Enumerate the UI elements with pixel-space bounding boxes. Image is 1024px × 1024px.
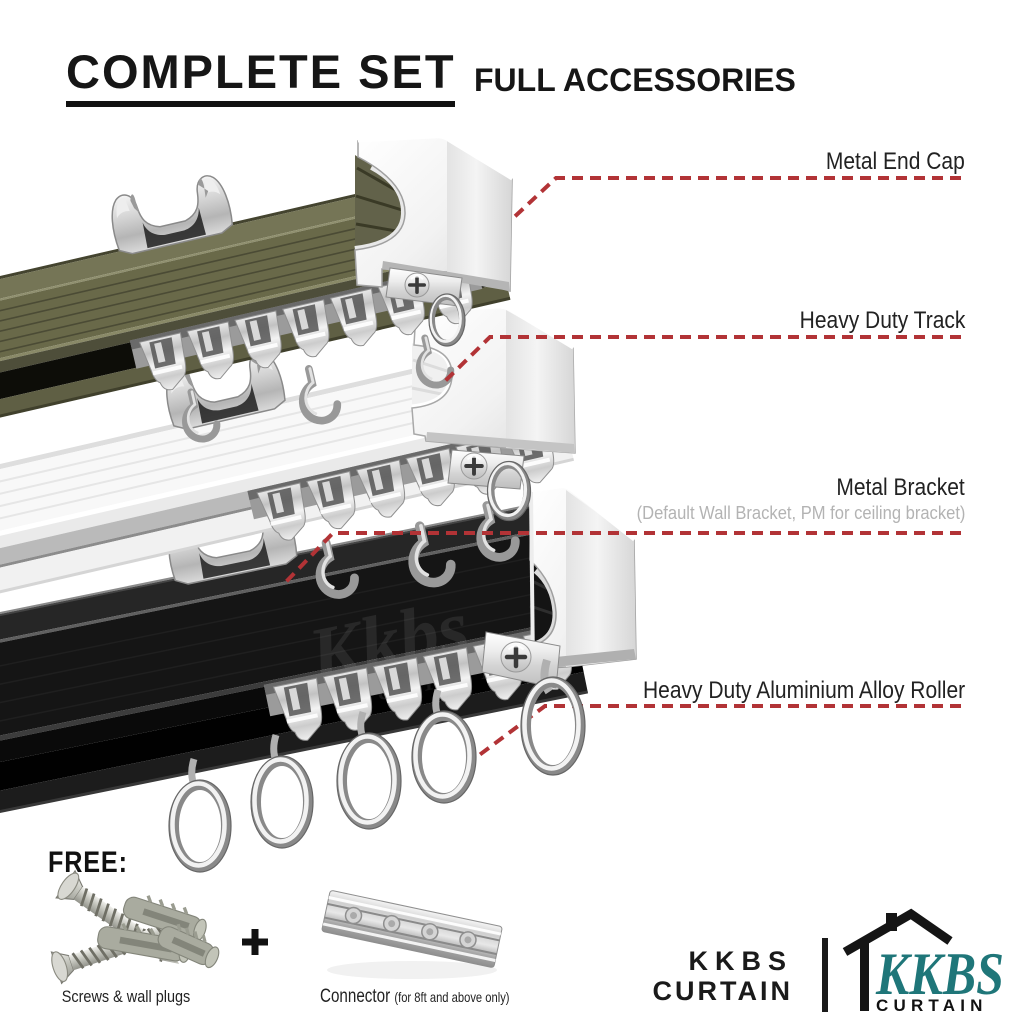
svg-text:CURTAIN: CURTAIN — [876, 996, 988, 1015]
svg-text:KKBS: KKBS — [875, 941, 1004, 1007]
